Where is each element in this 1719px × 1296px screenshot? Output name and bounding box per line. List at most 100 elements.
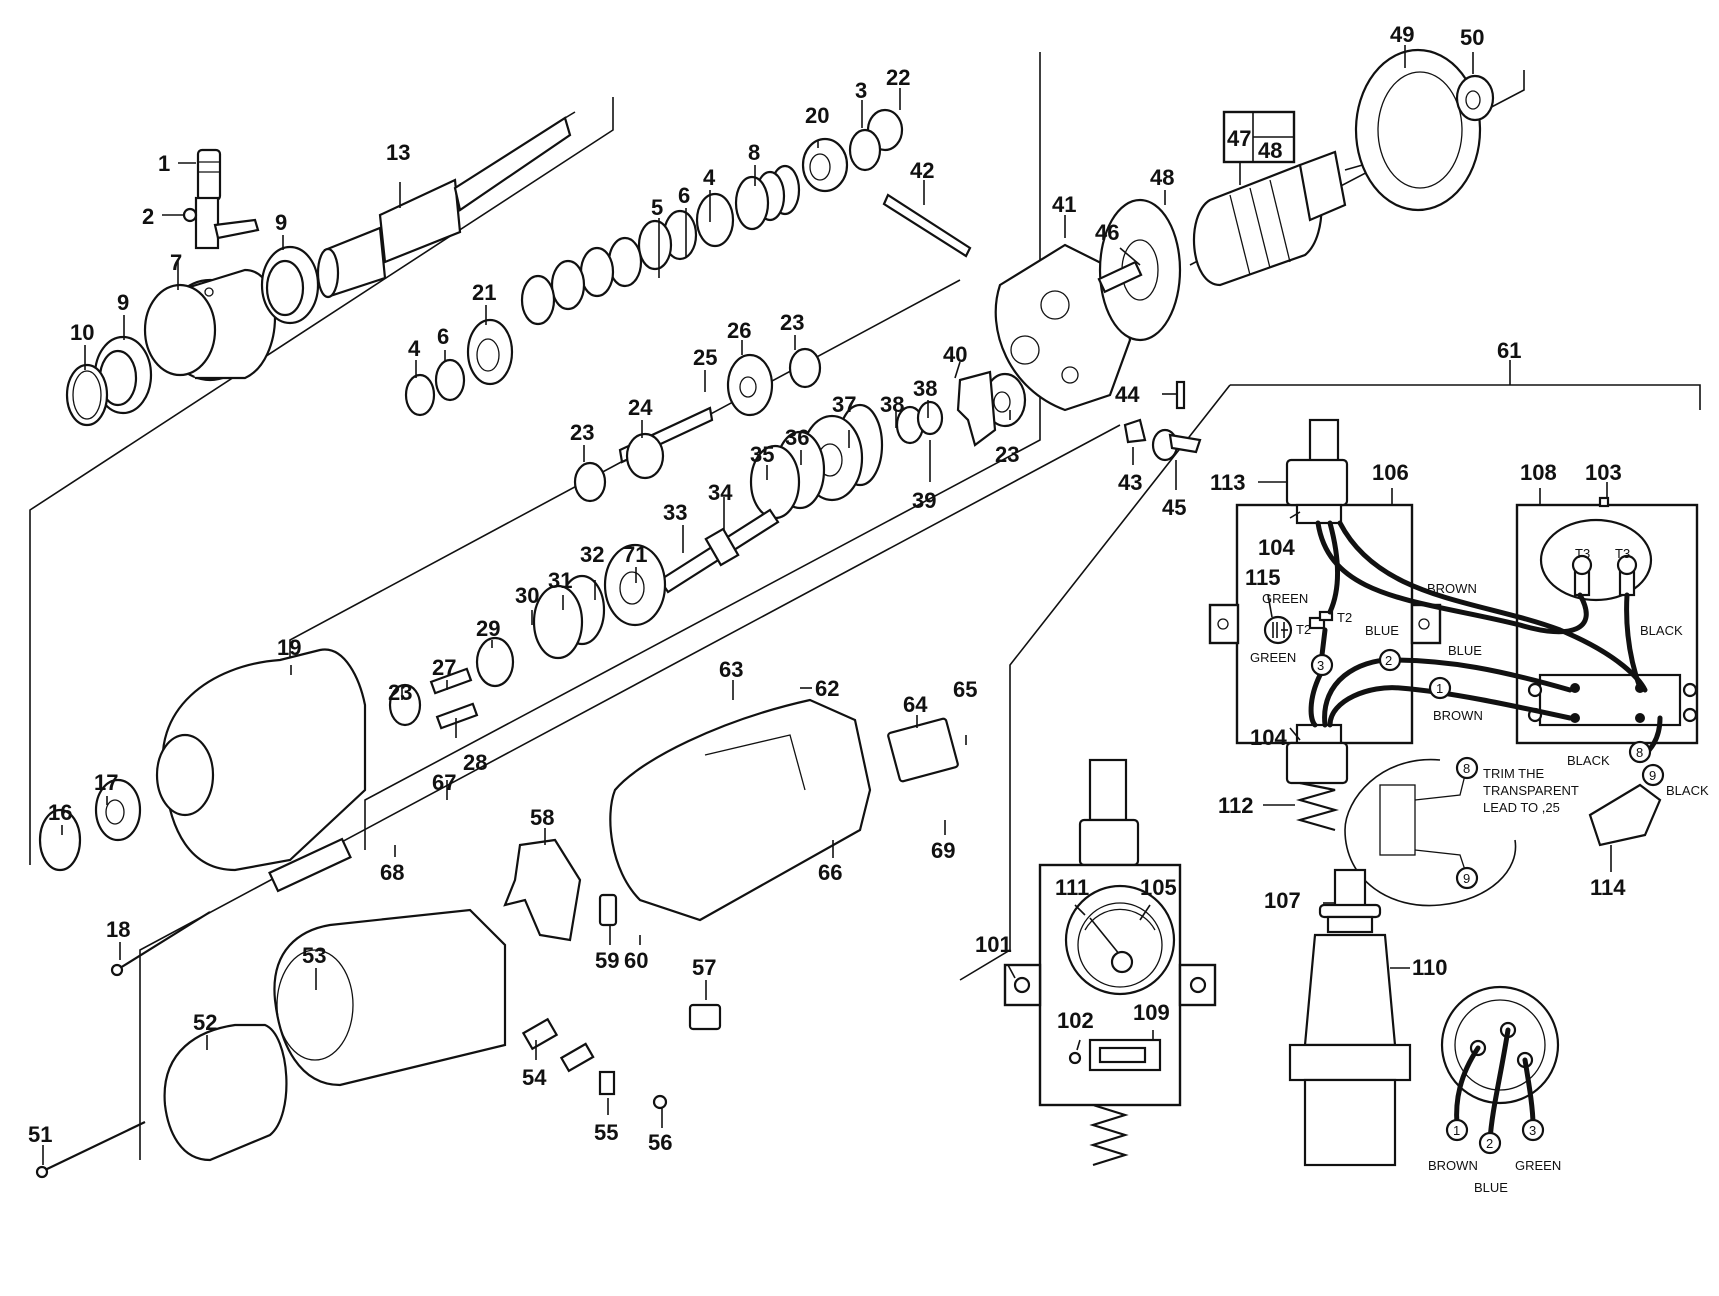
callout-112: 112 (1218, 793, 1254, 818)
callout-58: 58 (530, 805, 554, 830)
switch-box-108 (1515, 496, 1699, 745)
outline-motor-group (139, 424, 1121, 1160)
callout-59: 59 (595, 948, 619, 973)
callout-7: 7 (170, 250, 182, 275)
callout-105: 105 (1140, 875, 1177, 900)
part-105-ammeter (1064, 884, 1176, 996)
part-7-sleeve (143, 268, 277, 382)
outline-spindle-group (29, 97, 614, 865)
terminal-markers (1310, 648, 1665, 787)
callout-13: 13 (386, 140, 410, 165)
callout-104-bottom: 104 (1250, 725, 1287, 750)
label-t2-left: T2 (1296, 622, 1311, 637)
part-103-screw (1598, 496, 1610, 508)
part-63-housing (609, 698, 872, 922)
trim-note-line1: TRIM THE (1483, 766, 1544, 781)
callout-22: 22 (886, 65, 910, 90)
callout-23-b: 23 (780, 310, 804, 335)
callout-24: 24 (628, 395, 653, 420)
callout-43: 43 (1118, 470, 1142, 495)
callout-labels: 1 2 3 4 4 5 6 6 7 8 9 9 10 13 16 17 18 1… (28, 22, 1626, 1155)
part-51-screw (35, 1121, 146, 1179)
plug-face-pinout (1440, 985, 1560, 1155)
callout-51: 51 (28, 1122, 52, 1147)
callout-9-right: 9 (275, 210, 287, 235)
callout-60: 60 (624, 948, 648, 973)
callout-63: 63 (719, 657, 743, 682)
meter-box-cable (1088, 758, 1128, 822)
callout-107: 107 (1264, 888, 1301, 913)
callout-110: 110 (1412, 955, 1448, 980)
callout-52: 52 (193, 1010, 217, 1035)
callout-26: 26 (727, 318, 751, 343)
callout-108: 108 (1520, 460, 1557, 485)
callout-16: 16 (48, 800, 72, 825)
leader-lines (42, 45, 1612, 1165)
callout-2: 2 (142, 204, 154, 229)
part-10-ring (65, 363, 109, 427)
wire-labels: GREEN GREEN T2 T2 BLUE BLUE BROWN BROWN … (1250, 546, 1709, 1195)
callout-109: 109 (1133, 1000, 1170, 1025)
part-101-nut (1013, 976, 1031, 994)
callout-56: 56 (648, 1130, 672, 1155)
part-47-armature (1192, 150, 1381, 287)
callout-21: 21 (472, 280, 496, 305)
part-2-valve (182, 196, 260, 250)
part-58-switch-bracket (503, 838, 582, 942)
callout-6-lower: 6 (437, 324, 449, 349)
callout-106: 106 (1372, 460, 1409, 485)
callout-1: 1 (158, 151, 170, 176)
pin-1-color: BROWN (1428, 1158, 1478, 1173)
pin-2-color: BLUE (1474, 1180, 1508, 1195)
pin-3-color: GREEN (1515, 1158, 1561, 1173)
callout-103: 103 (1585, 460, 1622, 485)
part-112-strain-spring (1295, 781, 1340, 832)
terminal-8 (1628, 740, 1652, 764)
part-46-fan (1097, 198, 1182, 342)
part-113-gland-nut (1285, 458, 1349, 507)
callout-64: 64 (903, 692, 928, 717)
callout-25: 25 (693, 345, 717, 370)
terminal-9-number: 9 (1649, 768, 1656, 783)
callout-47: 47 (1227, 126, 1251, 151)
gear-train-middle (573, 347, 822, 503)
part-40-bracket (956, 370, 997, 447)
callout-28: 28 (463, 750, 487, 775)
callout-66: 66 (818, 860, 842, 885)
callout-19: 19 (277, 635, 301, 660)
callout-40: 40 (943, 342, 967, 367)
callout-42: 42 (910, 158, 934, 183)
callout-69: 69 (931, 838, 955, 863)
callout-114: 114 (1590, 875, 1626, 900)
outline-gear-group-upper (364, 52, 1041, 850)
pin-1-number: 1 (1453, 1123, 1460, 1138)
callout-68: 68 (380, 860, 404, 885)
callout-8: 8 (748, 140, 760, 165)
part-49-brush-ring (1354, 48, 1482, 212)
terminal-3 (1310, 653, 1334, 677)
callout-3: 3 (855, 78, 867, 103)
callout-101: 101 (975, 932, 1012, 957)
callout-29: 29 (476, 616, 500, 641)
part-104-bushing-top (1295, 503, 1343, 525)
callout-62: 62 (815, 676, 839, 701)
label-t2-right: T2 (1337, 610, 1352, 625)
callout-44: 44 (1115, 382, 1140, 407)
label-brown-mid: BROWN (1433, 708, 1483, 723)
part-9-seal-right (260, 245, 320, 325)
callout-4-upper: 4 (703, 165, 716, 190)
callout-53: 53 (302, 943, 326, 968)
callout-34: 34 (708, 480, 733, 505)
label-blue-mid: BLUE (1448, 643, 1482, 658)
callout-18: 18 (106, 917, 130, 942)
part-102-indicator (1068, 1051, 1082, 1065)
trim-note-line2: TRANSPARENT (1483, 783, 1579, 798)
part-54-55-56-57-brush-parts (521, 1003, 722, 1110)
bottom-gland-nut (1285, 741, 1349, 785)
outline-61-bracket (1230, 384, 1701, 410)
mounting-tab-left (1208, 603, 1240, 645)
callout-111: 111 (1055, 875, 1089, 900)
part-1-grease-nipple (196, 148, 222, 202)
part-18-screw (110, 911, 211, 977)
pin-2-number: 2 (1486, 1136, 1493, 1151)
